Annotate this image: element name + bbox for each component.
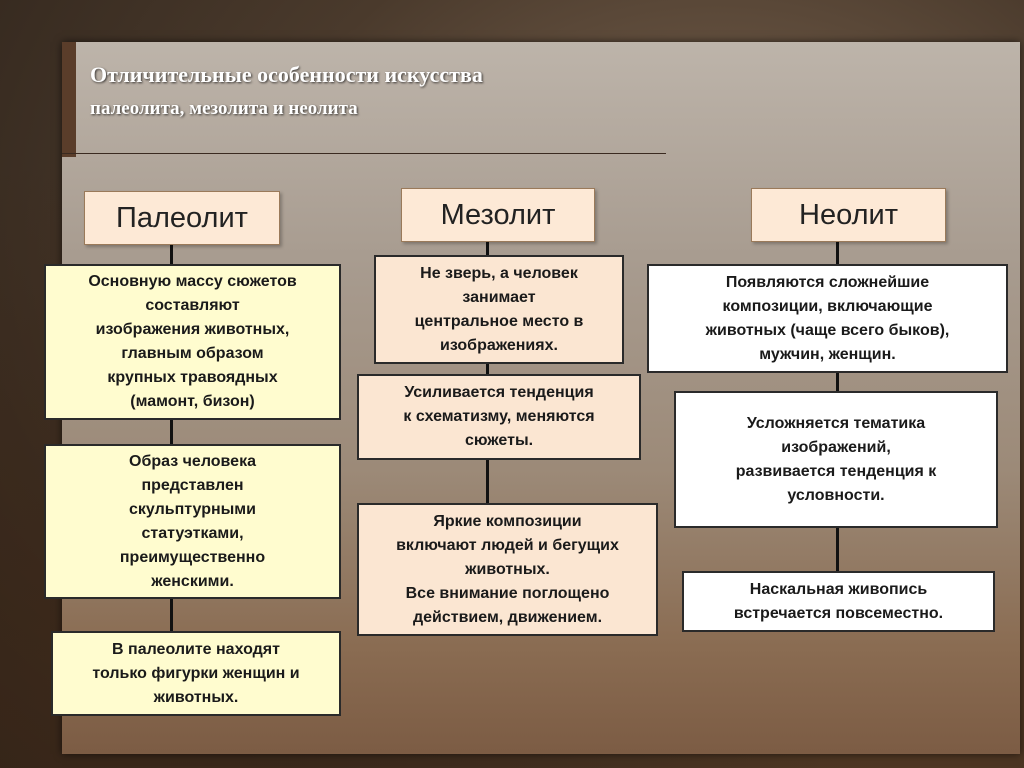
paleolith-box-1: Основную массу сюжетов составляют изобра… [44, 264, 341, 420]
mesolith-box-1: Не зверь, а человек занимает центральное… [374, 255, 624, 364]
connector-paleolith-1 [170, 245, 173, 265]
connector-mesolith-1 [486, 240, 489, 256]
connector-paleolith-3 [170, 598, 173, 632]
connector-neolith-2 [836, 372, 839, 392]
panel-accent-bar [62, 42, 76, 157]
header-paleolith: Палеолит [84, 191, 280, 245]
header-neolith: Неолит [751, 188, 946, 242]
connector-mesolith-3 [486, 460, 489, 504]
neolith-box-1: Появляются сложнейшие композиции, включа… [647, 264, 1008, 373]
connector-mesolith-2 [486, 363, 489, 375]
connector-paleolith-2 [170, 420, 173, 444]
mesolith-box-2: Усиливается тенденция к схематизму, меня… [357, 374, 641, 460]
mesolith-box-3: Яркие композиции включают людей и бегущи… [357, 503, 658, 636]
connector-neolith-1 [836, 240, 839, 265]
title-divider [62, 153, 666, 154]
paleolith-box-3: В палеолите находят только фигурки женщи… [51, 631, 341, 716]
slide-title: Отличительные особенности искусства [90, 62, 483, 87]
neolith-box-3: Наскальная живопись встречается повсемес… [682, 571, 995, 632]
header-mesolith: Мезолит [401, 188, 595, 242]
paleolith-box-2: Образ человека представлен скульптурными… [44, 444, 341, 599]
connector-neolith-3 [836, 527, 839, 572]
neolith-box-2: Усложняется тематика изображений, развив… [674, 391, 998, 528]
slide-subtitle: палеолита, мезолита и неолита [90, 98, 358, 119]
